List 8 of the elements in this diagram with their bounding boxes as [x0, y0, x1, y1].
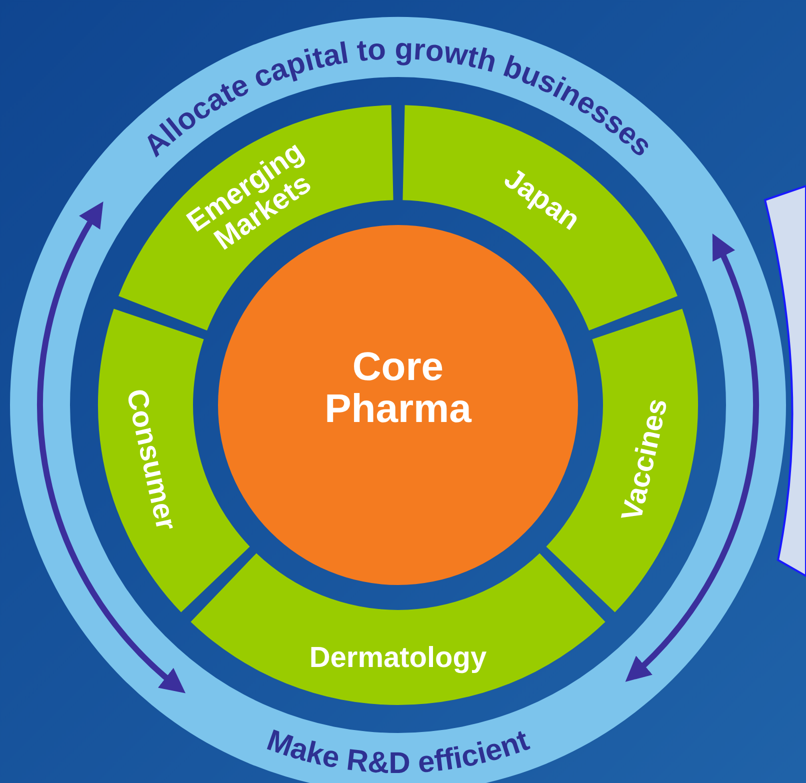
ring-segment	[98, 308, 250, 612]
core-label: Core Pharma	[324, 345, 472, 431]
segment-label: Dermatology	[309, 642, 487, 674]
segment-label: Vaccines	[616, 396, 674, 524]
ring-caption: Make R&D efficient	[262, 724, 534, 780]
ring-segment	[190, 553, 606, 706]
ring-segment	[546, 308, 698, 612]
segment-label: Consumer	[120, 386, 182, 534]
